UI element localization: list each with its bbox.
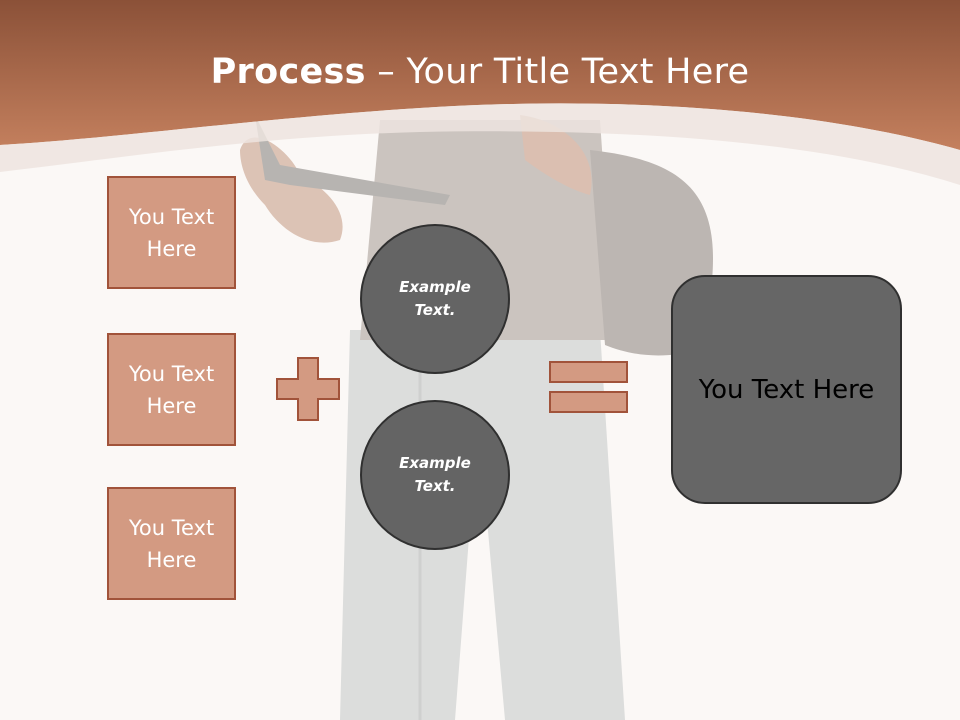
text-box-1-line1: You Text xyxy=(128,204,215,229)
example-circle-2-line2: Text. xyxy=(414,477,456,495)
result-box[interactable]: You Text Here xyxy=(671,275,902,504)
text-box-2-line1: You Text xyxy=(128,361,215,386)
title-rest: – Your Title Text Here xyxy=(365,52,750,92)
example-circle-1-line1: Example xyxy=(399,278,471,296)
text-box-3-line2: Here xyxy=(146,547,197,572)
text-box-1-line2: Here xyxy=(146,236,197,261)
example-circle-1-line2: Text. xyxy=(414,301,456,319)
text-box-2-line2: Here xyxy=(146,393,197,418)
result-label: You Text Here xyxy=(698,374,875,405)
equals-icon xyxy=(549,361,628,413)
text-box-3-line1: You Text xyxy=(128,515,215,540)
example-circle-2-line1: Example xyxy=(399,454,471,472)
plus-icon xyxy=(276,357,340,421)
page-title: Process – Your Title Text Here xyxy=(0,52,960,92)
header-band xyxy=(0,0,960,185)
title-bold: Process xyxy=(210,52,366,92)
